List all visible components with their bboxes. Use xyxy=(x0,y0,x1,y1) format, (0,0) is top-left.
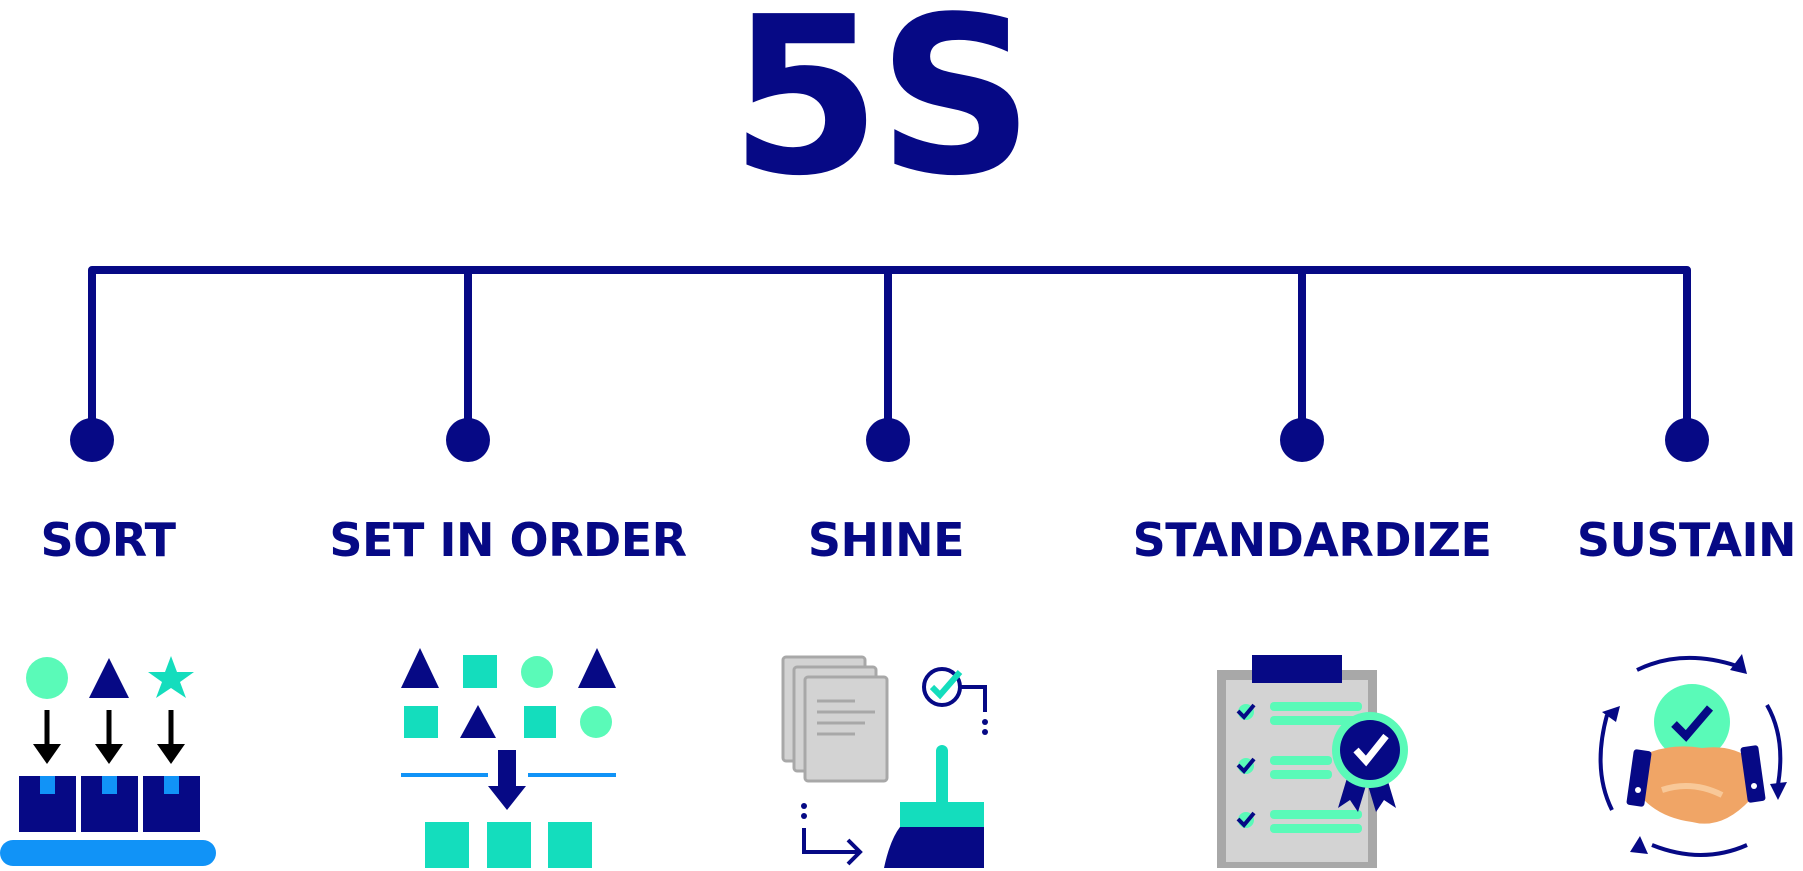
sustain-handshake-cycle-icon xyxy=(1598,654,1787,857)
step-label-standardize: STANDARDIZE xyxy=(1132,513,1492,567)
node-dot-standardize xyxy=(1280,418,1324,462)
shine-documents-broom-icon xyxy=(781,655,988,868)
sort-boxes-icon xyxy=(0,656,216,866)
step-label-sort: SORT xyxy=(40,513,176,567)
step-label-shine: SHINE xyxy=(807,513,965,567)
page-title: 5S xyxy=(729,0,1035,224)
step-label-sustain: SUSTAIN xyxy=(1576,513,1797,567)
node-dot-sustain xyxy=(1665,418,1709,462)
standardize-clipboard-badge-icon xyxy=(1217,655,1408,868)
set-in-order-shapes-icon xyxy=(401,648,616,868)
node-dot-set-in-order xyxy=(446,418,490,462)
node-dot-sort xyxy=(70,418,114,462)
step-label-set-in-order: SET IN ORDER xyxy=(329,513,687,567)
hierarchy-connector xyxy=(70,266,1709,462)
node-dot-shine xyxy=(866,418,910,462)
